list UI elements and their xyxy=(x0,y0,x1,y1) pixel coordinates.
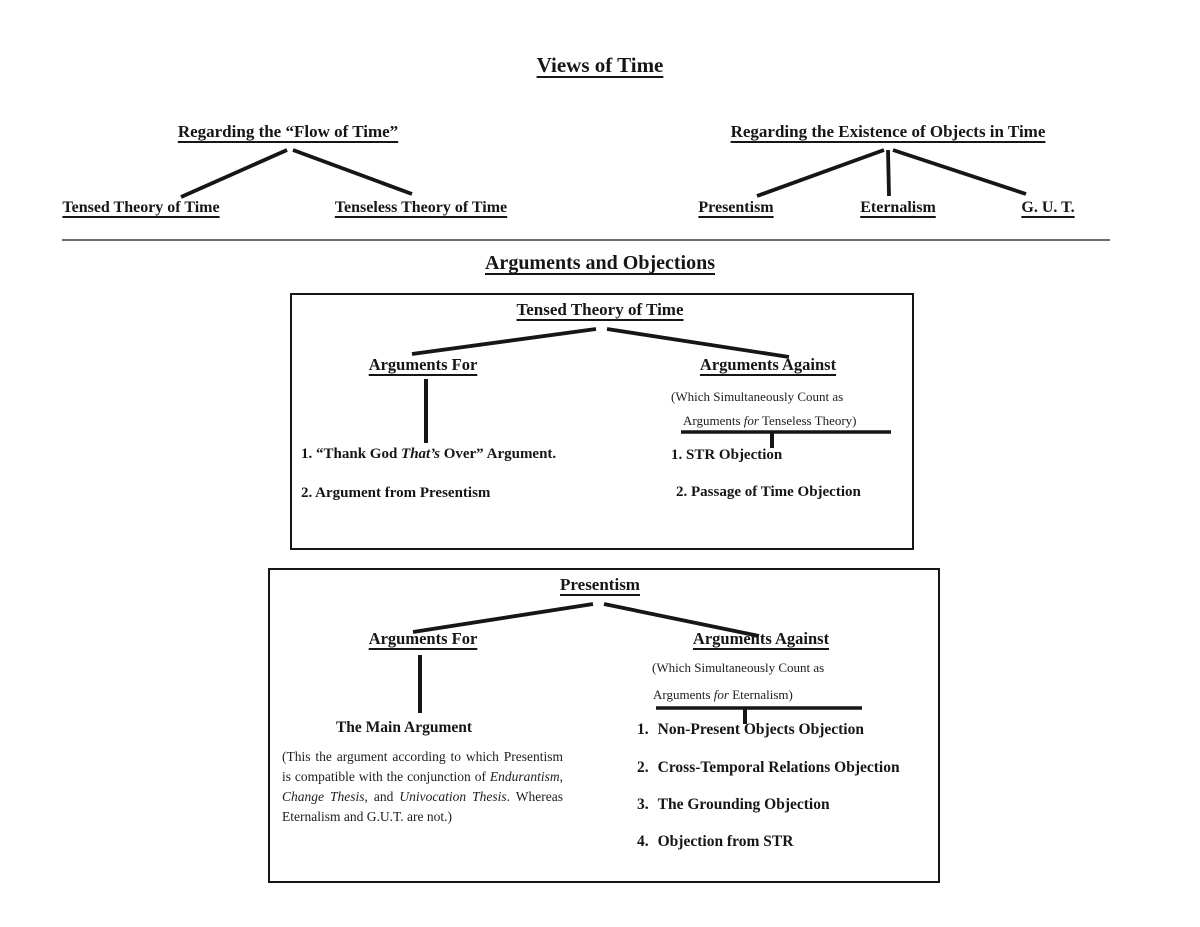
tensed-against-note-line1: (Which Simultaneously Count as xyxy=(671,389,844,404)
presentism-arguments-for-heading: Arguments For xyxy=(368,629,478,648)
tensed-against-note-line2-post: Tenseless Theory) xyxy=(758,413,857,428)
section-title: Arguments and Objections xyxy=(484,252,716,274)
presentism-against-note-line2: Arguments for Eternalism) xyxy=(653,687,793,703)
flow-tree-root: Regarding the “Flow of Time” xyxy=(177,122,399,141)
tensed-box-title: Tensed Theory of Time xyxy=(516,300,684,319)
presentism-box-left-edge xyxy=(412,602,594,634)
presentism-against-item-2-label: Cross-Temporal Relations Objection xyxy=(657,759,900,776)
flow-tree-leaf-tenseless: Tenseless Theory of Time xyxy=(334,199,508,216)
presentism-against-note-line2-pre: Arguments xyxy=(653,687,714,702)
presentism-box-right-edge xyxy=(603,602,760,638)
presentism-against-item-2: 2. Cross-Temporal Relations Objection xyxy=(637,759,900,777)
main-note-p3: , and xyxy=(364,789,400,804)
presentism-against-note-line2-italic: for xyxy=(713,687,729,702)
presentism-against-note-line1: (Which Simultaneously Count as xyxy=(652,660,825,675)
tensed-arguments-against-heading: Arguments Against xyxy=(699,355,837,374)
presentism-against-note-line2-post: Eternalism) xyxy=(728,687,793,702)
existence-tree-leaf-eternalism: Eternalism xyxy=(860,199,936,216)
tensed-box-right-edge xyxy=(606,327,790,359)
main-note-p4: . Whereas Eternalism and G.U.T. are not.… xyxy=(282,789,563,824)
presentism-against-item-3: 3. The Grounding Objection xyxy=(637,796,830,814)
presentism-against-item-1-label: Non-Present Objects Objection xyxy=(657,721,864,738)
presentism-against-item-1-num: 1. xyxy=(637,721,649,738)
main-note-p2: , xyxy=(559,769,563,784)
tensed-for-item-1: 1. “Thank God That’s Over” Argument. xyxy=(301,446,556,463)
existence-tree-right-edge xyxy=(892,148,1027,196)
flow-tree-leaf-tensed: Tensed Theory of Time xyxy=(62,199,220,216)
presentism-against-item-3-label: The Grounding Objection xyxy=(657,796,830,813)
tensed-for-item-1-post: Over” Argument. xyxy=(439,446,557,462)
presentism-main-argument-note: (This the argument according to which Pr… xyxy=(282,747,563,827)
presentism-against-item-3-num: 3. xyxy=(637,796,649,813)
presentism-against-item-1: 1. Non-Present Objects Objection xyxy=(637,721,864,739)
tensed-against-note-line2: Arguments for Tenseless Theory) xyxy=(683,413,857,429)
tensed-against-item-2: 2. Passage of Time Objection xyxy=(676,484,861,500)
presentism-against-item-4: 4. Objection from STR xyxy=(637,833,793,851)
tensed-arguments-for-heading: Arguments For xyxy=(368,355,478,374)
flow-tree-left-edge xyxy=(180,148,288,199)
main-note-i1: Endurantism xyxy=(489,769,560,784)
presentism-against-item-2-num: 2. xyxy=(637,759,649,776)
tensed-box-left-edge xyxy=(411,327,597,356)
flow-tree-right-edge xyxy=(292,148,413,196)
tensed-against-note-line2-pre: Arguments xyxy=(683,413,744,428)
presentism-against-item-4-label: Objection from STR xyxy=(657,833,794,850)
presentism-against-item-4-num: 4. xyxy=(637,833,649,850)
existence-tree-left-edge xyxy=(756,148,885,198)
tensed-for-item-1-italic: That’s xyxy=(401,446,440,462)
page-title: Views of Time xyxy=(536,53,664,77)
main-note-i3: Univocation Thesis xyxy=(399,789,507,804)
presentism-main-argument-heading: The Main Argument xyxy=(335,719,473,736)
presentism-box-title: Presentism xyxy=(560,575,640,594)
existence-tree-middle-edge xyxy=(886,149,891,197)
presentism-box xyxy=(268,568,940,883)
tensed-for-item-2: 2. Argument from Presentism xyxy=(301,485,491,501)
existence-tree-leaf-gut: G. U. T. xyxy=(1021,199,1075,216)
main-note-i2: Change Thesis xyxy=(282,789,365,804)
tensed-against-item-1: 1. STR Objection xyxy=(671,447,783,463)
presentism-arguments-against-heading: Arguments Against xyxy=(692,629,830,648)
main-note-p1: (This the argument according to which Pr… xyxy=(282,749,563,784)
tensed-theory-box xyxy=(290,293,914,550)
existence-tree-leaf-presentism: Presentism xyxy=(698,199,774,216)
tensed-against-note-line2-italic: for xyxy=(743,413,759,428)
existence-tree-root: Regarding the Existence of Objects in Ti… xyxy=(730,122,1046,141)
tensed-for-item-1-pre: 1. “Thank God xyxy=(301,446,402,462)
